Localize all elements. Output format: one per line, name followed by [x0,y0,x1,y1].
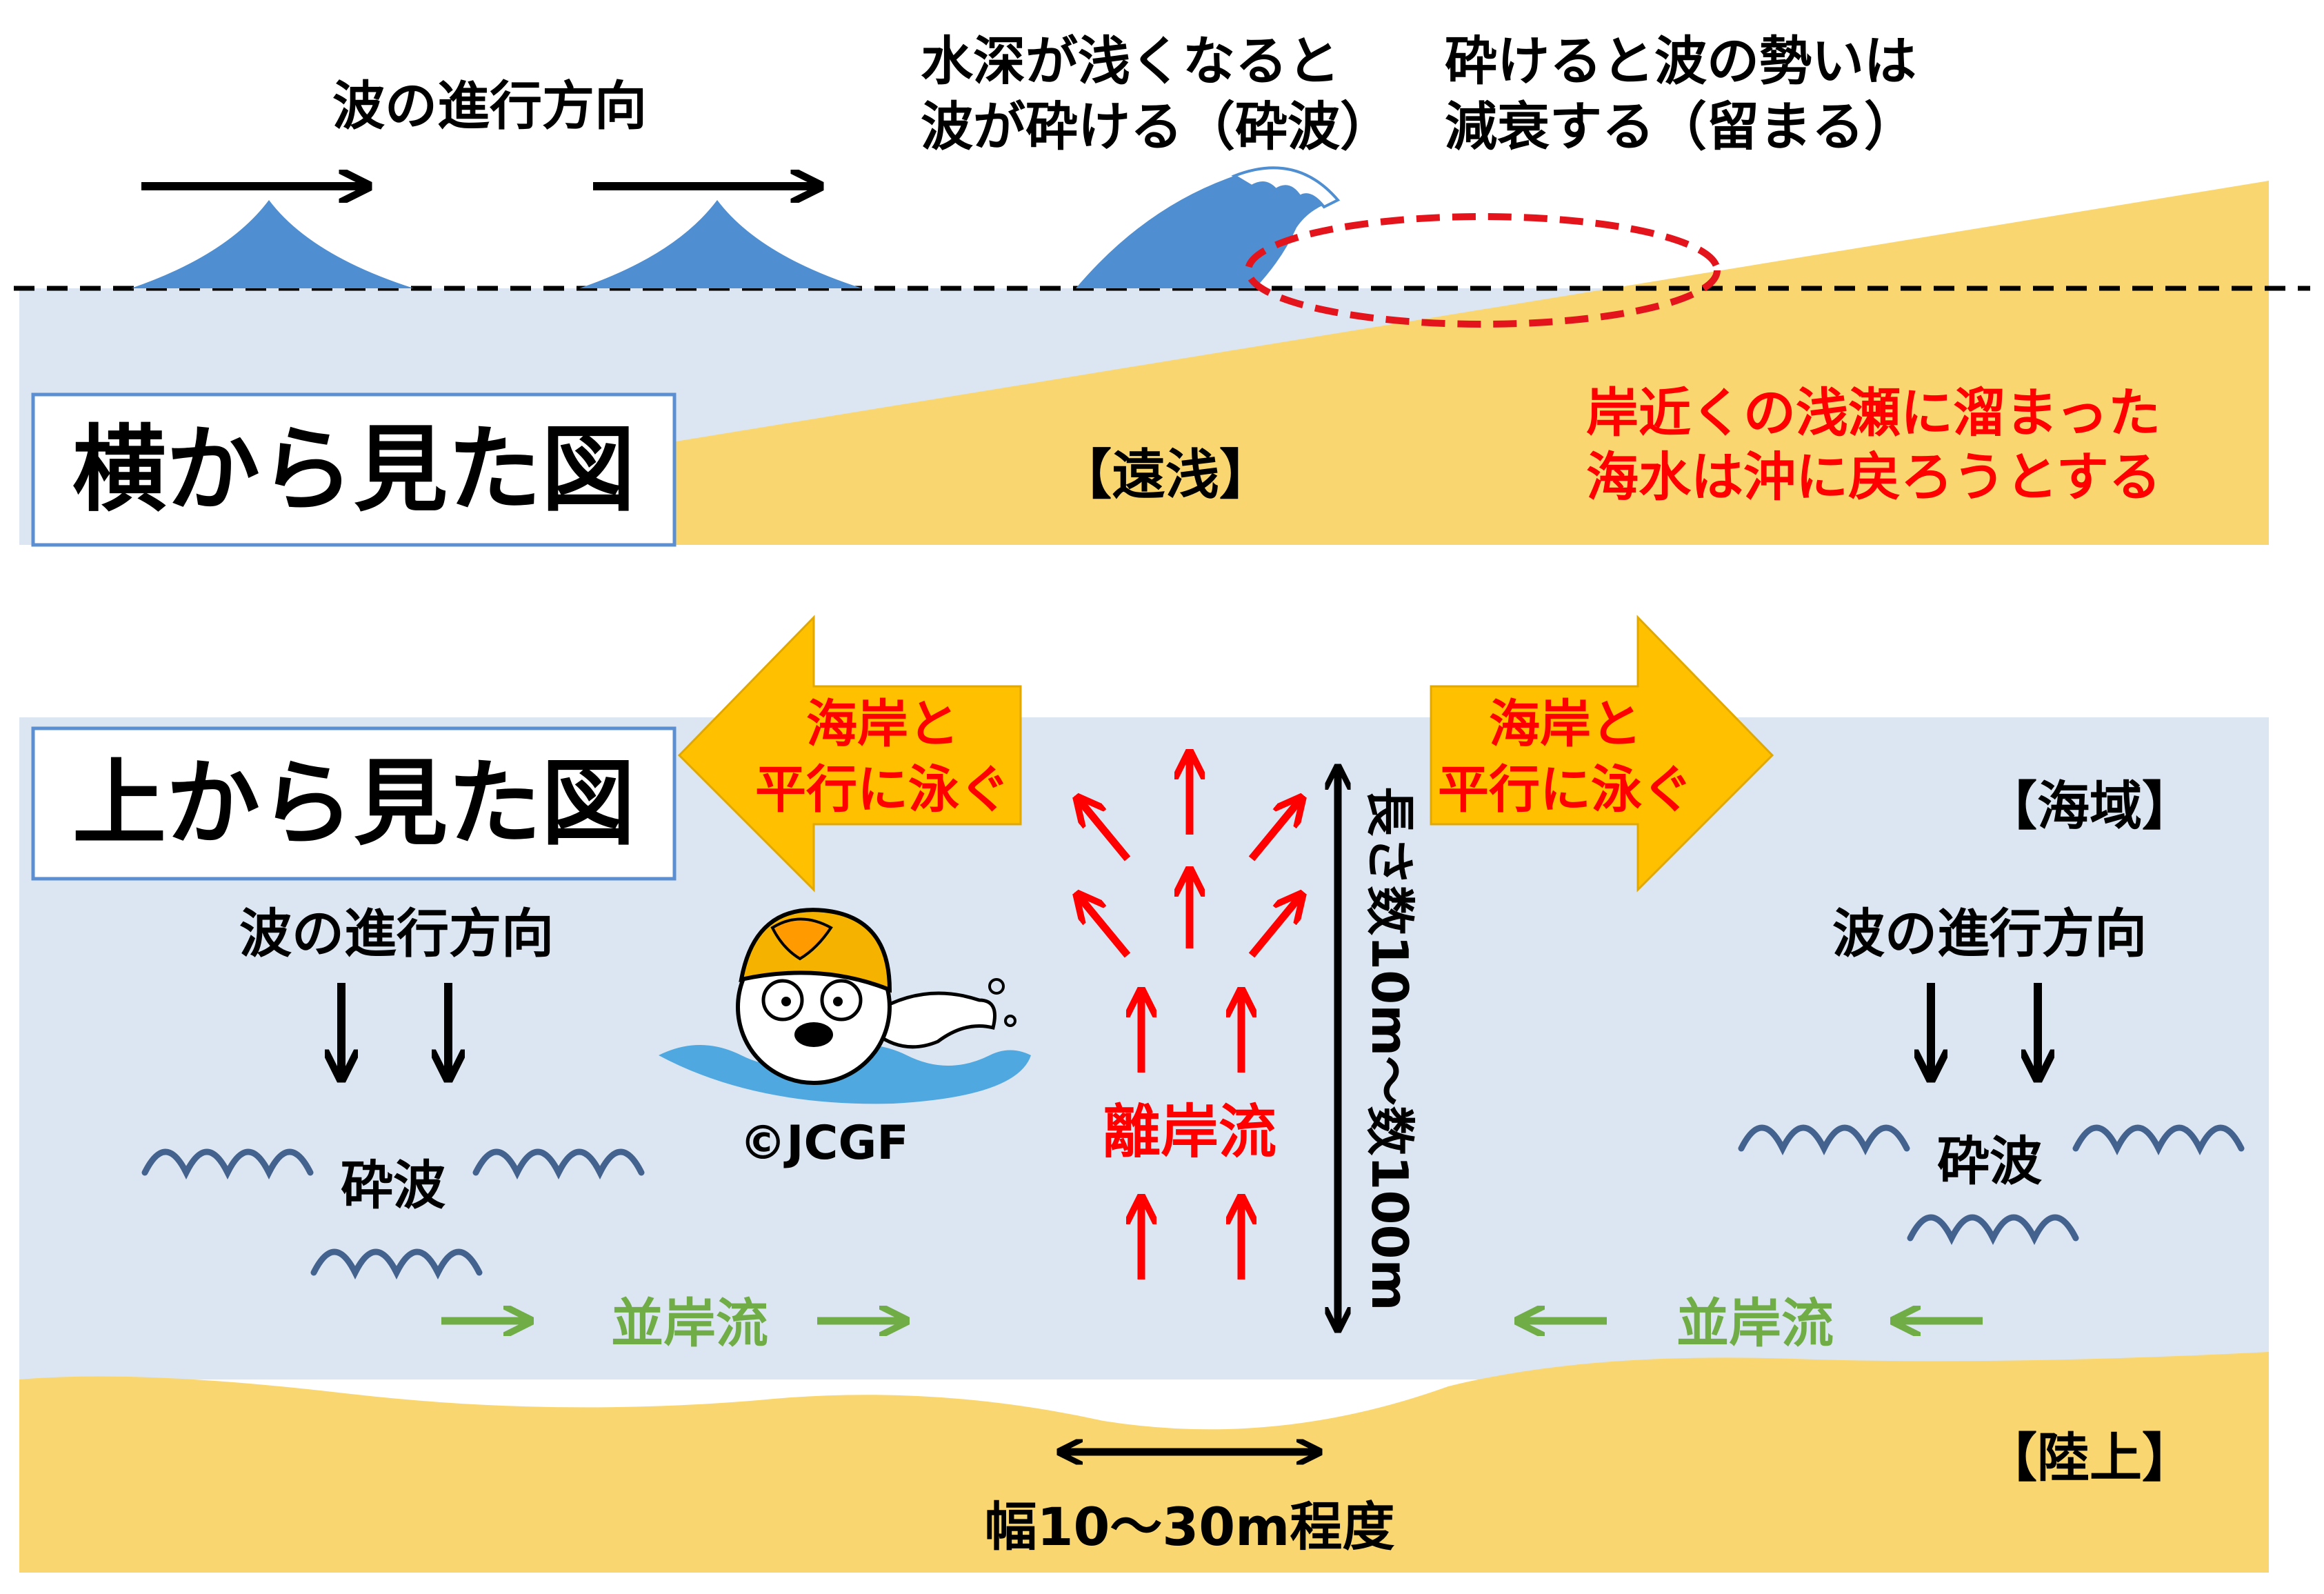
right-wave-direction-label: 波の進行方向 [1832,903,2147,964]
side-sand-slope [676,181,2269,545]
attenuation-zone [1245,213,1721,328]
top-view-title-box [31,726,677,881]
attenuation-label-line2: 減衰する（留まる） [1445,96,1916,157]
top-view-title: 上から見た図 [72,750,635,859]
swimmer-seal-icon [659,908,1031,1104]
return-label-line1: 岸近くの浅瀬に溜まった [1586,382,2161,444]
rip-arrow-upleft [1079,897,1131,958]
wave-squiggle-icon [1738,1124,1910,1156]
swim-right-label-line1: 海岸と [1489,695,1642,754]
swim-right-label-line2: 平行に泳ぐ [1438,760,1693,819]
breaking-label-line1: 水深が浅くなると [921,30,1340,92]
breaking-wave-crest [1231,166,1341,209]
rip-arrow-upleft [1079,800,1131,861]
left-breaking-label: 砕波 [341,1155,445,1216]
shallow-label: 【遠浅】 [1058,444,1273,506]
rip-current-label: 離岸流 [1103,1098,1276,1166]
side-wave-direction-label: 波の進行方向 [332,75,647,137]
swim-left-label-line2: 平行に泳ぐ [755,760,1010,819]
longshore-right-label: 並岸流 [1676,1293,1834,1354]
rip-arrow-upright [1248,897,1300,958]
swim-left-arrow [677,615,1022,893]
breaking-wave [1076,172,1338,288]
left-wave-direction-label: 波の進行方向 [239,903,554,964]
breaking-label-line2: 波が砕ける（砕波） [921,96,1392,157]
land-label: 【陸上】 [1985,1427,2194,1488]
wave-peak-2 [579,200,862,288]
wave-squiggle-icon [141,1148,314,1180]
wave-squiggle-icon [1907,1214,2079,1246]
sea-area-label: 【海域】 [1985,775,2194,837]
swim-left-label-line1: 海岸と [806,695,959,754]
side-view-title-box [31,392,677,547]
length-label: 長さ数10m～数100m [1361,786,1419,1311]
wave-squiggle-icon [310,1248,483,1280]
wave-squiggle-icon [2072,1124,2245,1156]
longshore-left-label: 並岸流 [611,1293,768,1354]
side-view-title: 横から見た図 [72,416,635,525]
return-label-line2: 海水は沖に戻ろうとする [1586,446,2161,508]
top-view: 上から見た図 海岸と 平行に泳ぐ 海岸と 平行に泳ぐ 【海域】 【陸上】 波の進… [19,615,2269,1573]
copyright-label: ©JCGF [739,1116,908,1170]
attenuation-label-line1: 砕けると波の勢いは [1445,30,1916,92]
wave-squiggle-icon [472,1148,645,1180]
swim-right-arrow [1430,615,1774,893]
rip-arrow-upright [1248,800,1300,861]
width-label: 幅10～30m程度 [985,1496,1395,1557]
right-breaking-label: 砕波 [1937,1130,2042,1192]
wave-peak-1 [131,200,414,288]
side-view: 波の進行方向 水深が浅くなると 波が砕ける（砕波） 砕けると波の勢いは 減衰する… [14,30,2310,547]
